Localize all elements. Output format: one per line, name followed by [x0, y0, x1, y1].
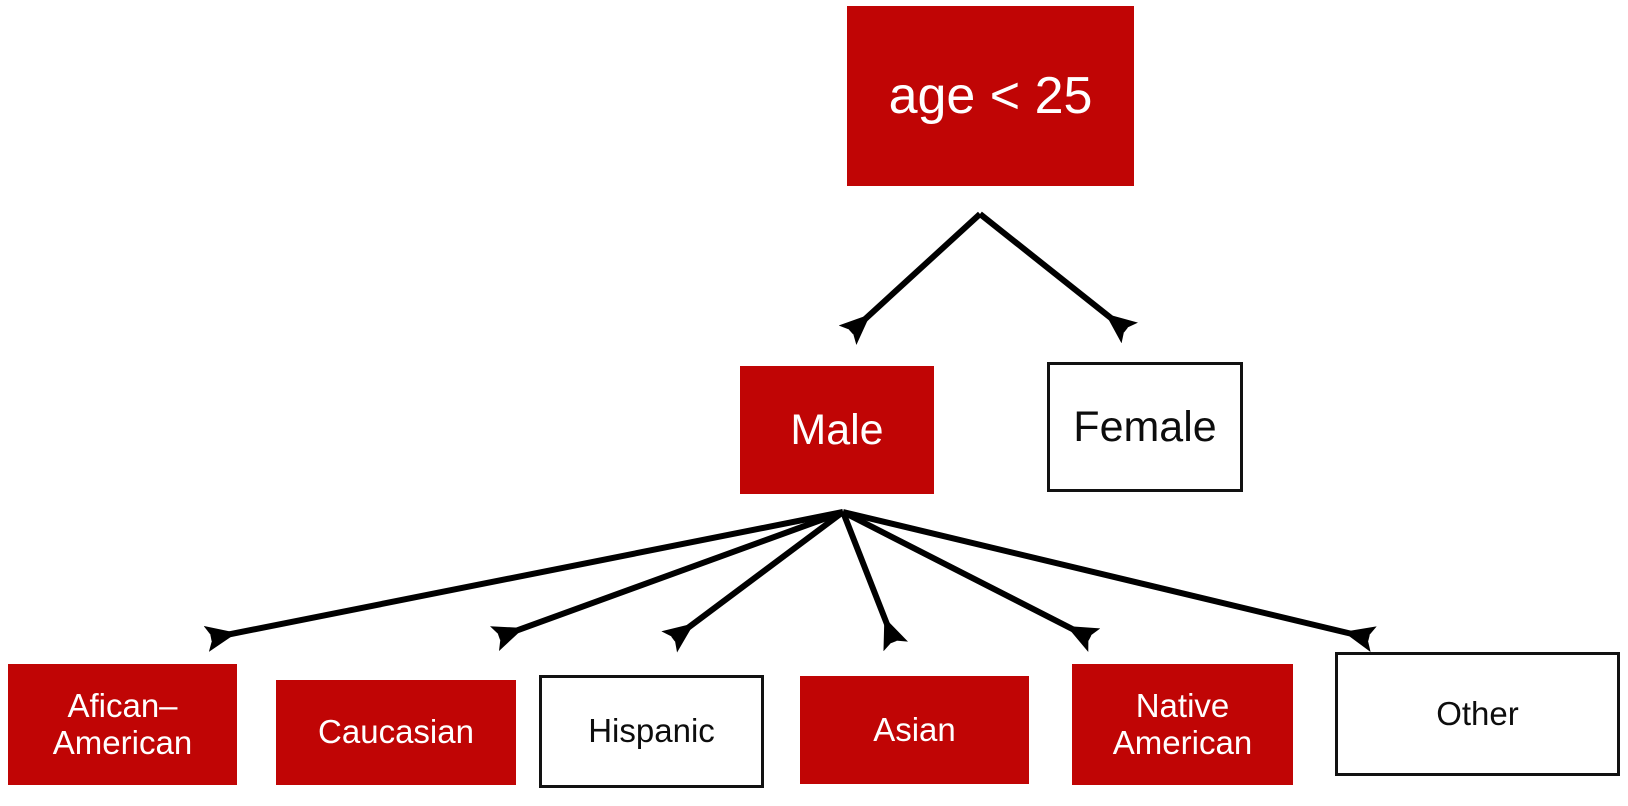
- edge-male-other: [842, 509, 1377, 652]
- edge-root-male: [838, 211, 983, 345]
- node-root[interactable]: age < 25: [847, 6, 1134, 186]
- node-label-root: age < 25: [888, 66, 1093, 125]
- node-label-hispanic: Hispanic: [588, 712, 715, 750]
- node-label-male: Male: [790, 405, 884, 454]
- node-african-american[interactable]: Afican– American: [8, 664, 237, 785]
- node-other[interactable]: Other: [1335, 652, 1620, 776]
- node-native-american[interactable]: Native American: [1072, 664, 1293, 785]
- node-label-native-american: Native American: [1112, 686, 1253, 761]
- edge-root-female: [978, 211, 1138, 344]
- node-label-female: Female: [1073, 402, 1217, 451]
- node-label-caucasian: Caucasian: [318, 713, 474, 751]
- edge-male-hispanic: [661, 509, 845, 653]
- edge-male-asian: [840, 510, 909, 652]
- node-label-african-american: Afican– American: [52, 686, 193, 761]
- node-caucasian[interactable]: Caucasian: [276, 680, 516, 785]
- node-female[interactable]: Female: [1047, 362, 1243, 492]
- edge-male-native: [841, 509, 1101, 652]
- edge-male-caucasian: [489, 509, 845, 652]
- node-asian[interactable]: Asian: [800, 676, 1029, 784]
- node-label-other: Other: [1436, 694, 1519, 732]
- node-hispanic[interactable]: Hispanic: [539, 675, 764, 788]
- node-male[interactable]: Male: [740, 366, 934, 494]
- node-label-asian: Asian: [873, 710, 956, 748]
- edge-male-african: [203, 509, 844, 652]
